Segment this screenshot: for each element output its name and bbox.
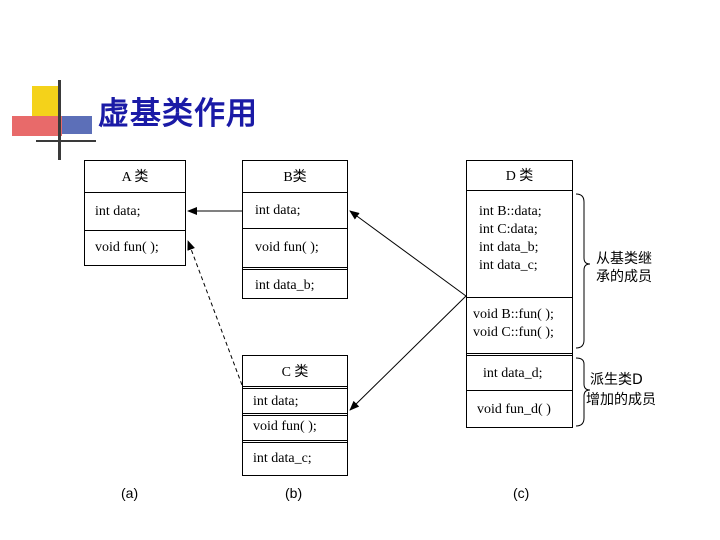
page-title: 虚基类作用 <box>98 96 258 132</box>
class-c-member-fun: void fun( ); <box>253 419 317 434</box>
class-d-own-data: int data_d; <box>483 366 543 381</box>
class-a-member-data: int data; <box>95 204 141 219</box>
class-d-inherited-data-1: int B::data; <box>479 204 542 219</box>
class-d-inherited-data-4: int data_c; <box>479 258 538 273</box>
class-d-own-func: void fun_d( ) <box>477 402 551 417</box>
note-added-line2: 增加的成员 <box>586 392 656 408</box>
class-b-name: B类 <box>283 170 307 185</box>
note-inherited-line1: 从基类继 <box>596 251 652 267</box>
class-d-inherited-func-1: void B::fun( ); <box>473 307 554 322</box>
class-a-name: A 类 <box>121 170 149 185</box>
class-a-member-fun: void fun( ); <box>95 240 159 255</box>
title-decoration <box>0 0 100 170</box>
class-a-box: A 类 int data; void fun( ); <box>84 160 186 266</box>
caption-b: (b) <box>285 485 303 501</box>
class-b-box: B类 int data; void fun( ); int data_b; <box>242 160 348 299</box>
class-c-member-data-c: int data_c; <box>253 451 312 466</box>
note-added-line1: 派生类D <box>590 372 643 388</box>
class-d-inherited-data-2: int C:data; <box>479 222 538 237</box>
arrow-d-to-c <box>349 295 467 411</box>
class-b-member-data-b: int data_b; <box>255 278 315 293</box>
brace-added <box>575 357 591 427</box>
class-d-inherited-data-3: int data_b; <box>479 240 539 255</box>
class-d-name: D 类 <box>505 169 534 184</box>
class-b-member-data: int data; <box>255 203 301 218</box>
arrow-c-to-a <box>187 240 243 386</box>
class-b-member-fun: void fun( ); <box>255 240 319 255</box>
class-d-box: D 类 int B::data; int C:data; int data_b;… <box>466 160 573 428</box>
caption-a: (a) <box>121 485 139 501</box>
note-inherited-line2: 承的成员 <box>596 269 652 285</box>
class-d-inherited-func-2: void C::fun( ); <box>473 325 554 340</box>
class-c-box: C 类 int data; void fun( ); int data_c; <box>242 355 348 476</box>
arrow-d-to-b <box>349 210 467 297</box>
class-c-member-data: int data; <box>253 394 299 409</box>
brace-inherited <box>575 193 591 349</box>
caption-c: (c) <box>513 485 530 501</box>
class-c-name: C 类 <box>281 365 309 380</box>
